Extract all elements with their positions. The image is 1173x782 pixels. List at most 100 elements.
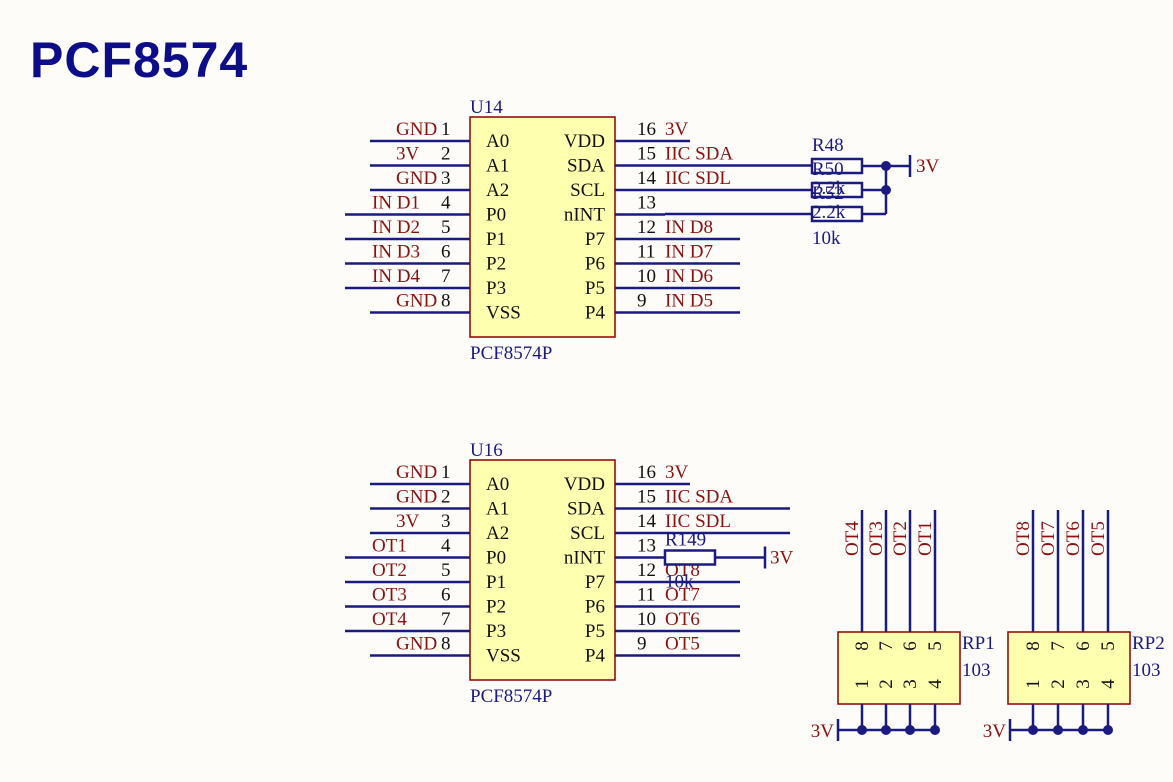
pin-number: 12 <box>637 560 656 581</box>
resistor-designator: R50 <box>812 159 844 180</box>
resistor-designator: R149 <box>665 530 706 551</box>
pin-name: A2 <box>486 180 509 201</box>
net-label: IN D4 <box>372 266 421 287</box>
net-label: IN D3 <box>372 242 420 263</box>
pin-name: nINT <box>564 205 606 226</box>
pin-number: 1 <box>441 462 451 483</box>
pin-number: 2 <box>441 487 451 508</box>
net-label: OT2 <box>372 560 407 581</box>
resistor-pack-value-rp1: 103 <box>962 660 991 681</box>
junction-dot <box>881 185 891 195</box>
pin-name: A1 <box>486 156 509 177</box>
pin-number: 10 <box>637 266 656 287</box>
net-label: 3V <box>665 119 689 140</box>
pin-name: A2 <box>486 523 509 544</box>
pin-number: 4 <box>441 193 451 214</box>
net-label: 3V <box>396 511 420 532</box>
pin-name: P4 <box>585 646 606 667</box>
net-label: IN D7 <box>665 242 713 263</box>
chip-body-u16 <box>469 459 616 681</box>
net-label: IN D8 <box>665 217 713 238</box>
pin-number: 14 <box>637 168 657 189</box>
pack-pin-number: 8 <box>1023 641 1044 651</box>
net-label: IN D2 <box>372 217 420 238</box>
pin-number: 14 <box>637 511 657 532</box>
resistor-pack-body-rp2 <box>1007 631 1131 705</box>
net-label: OT4 <box>372 609 407 630</box>
pin-number: 3 <box>441 511 451 532</box>
resistor-body <box>663 549 717 566</box>
net-label: GND <box>396 487 437 508</box>
net-label: GND <box>396 634 437 655</box>
pin-name: P2 <box>486 597 506 618</box>
chip-part-u14: PCF8574P <box>470 343 552 364</box>
net-label: 3V <box>665 462 689 483</box>
pin-name: VSS <box>486 303 521 324</box>
pack-net-label: OT3 <box>866 521 887 556</box>
pin-number: 6 <box>441 242 451 263</box>
pin-number: 9 <box>637 291 647 312</box>
power-label: 3V <box>983 721 1007 742</box>
power-label: 3V <box>811 721 835 742</box>
pin-name: SCL <box>570 523 605 544</box>
pin-name: P7 <box>585 229 605 250</box>
net-label: GND <box>396 291 437 312</box>
resistor-value: 10k <box>665 572 694 593</box>
pin-number: 9 <box>637 634 647 655</box>
pack-pin-number: 2 <box>1048 679 1069 689</box>
pin-number: 5 <box>441 217 451 238</box>
net-label: OT7 <box>665 585 700 606</box>
pack-pin-number: 4 <box>1098 679 1119 689</box>
pack-pin-number: 8 <box>852 641 873 651</box>
pin-name: P3 <box>486 621 506 642</box>
net-label: OT1 <box>372 536 407 557</box>
pack-net-label: OT8 <box>1013 521 1034 556</box>
pin-name: P0 <box>486 205 506 226</box>
pin-name: A0 <box>486 131 509 152</box>
pin-name: P5 <box>585 621 605 642</box>
resistor-value: 2.2k <box>812 178 846 199</box>
resistor-designator: R52 <box>812 183 844 204</box>
pin-name: P1 <box>486 229 506 250</box>
chip-body-u14 <box>469 116 616 338</box>
pin-name: P1 <box>486 572 506 593</box>
resistor-value: 2.2k <box>812 202 846 223</box>
pack-pin-number: 3 <box>900 679 921 689</box>
pin-number: 15 <box>637 144 656 165</box>
pin-name: P7 <box>585 572 605 593</box>
net-label: GND <box>396 462 437 483</box>
pin-number: 15 <box>637 487 656 508</box>
resistor-value: 10k <box>812 228 841 249</box>
pin-name: SDA <box>567 156 605 177</box>
pack-net-label: OT6 <box>1063 521 1084 556</box>
pin-number: 11 <box>637 242 655 263</box>
pin-number: 2 <box>441 144 451 165</box>
pack-pin-number: 6 <box>1073 641 1094 651</box>
pack-pin-number: 3 <box>1073 679 1094 689</box>
pin-number: 5 <box>441 560 451 581</box>
pack-pin-number: 1 <box>852 679 873 689</box>
pin-number: 10 <box>637 609 656 630</box>
pack-pin-number: 4 <box>925 679 946 689</box>
pack-pin-number: 1 <box>1023 679 1044 689</box>
pin-name: SDA <box>567 499 605 520</box>
pin-name: A1 <box>486 499 509 520</box>
chip-designator-u14: U14 <box>470 97 503 118</box>
pin-name: SCL <box>570 180 605 201</box>
pack-pin-number: 7 <box>1048 641 1069 651</box>
net-label: IN D1 <box>372 193 420 214</box>
net-label: GND <box>396 168 437 189</box>
pack-pin-number: 6 <box>900 641 921 651</box>
resistor-pack-body-rp1 <box>837 631 961 705</box>
net-label: 3V <box>396 144 420 165</box>
resistor-pack-value-rp2: 103 <box>1132 660 1161 681</box>
net-label: IIC SDL <box>665 168 731 189</box>
pin-number: 1 <box>441 119 451 140</box>
pin-name: P3 <box>486 278 506 299</box>
pin-name: P6 <box>585 254 605 275</box>
pin-name: P5 <box>585 278 605 299</box>
pin-name: A0 <box>486 474 509 495</box>
net-label: IIC SDL <box>665 511 731 532</box>
pin-name: P2 <box>486 254 506 275</box>
pin-name: P6 <box>585 597 605 618</box>
